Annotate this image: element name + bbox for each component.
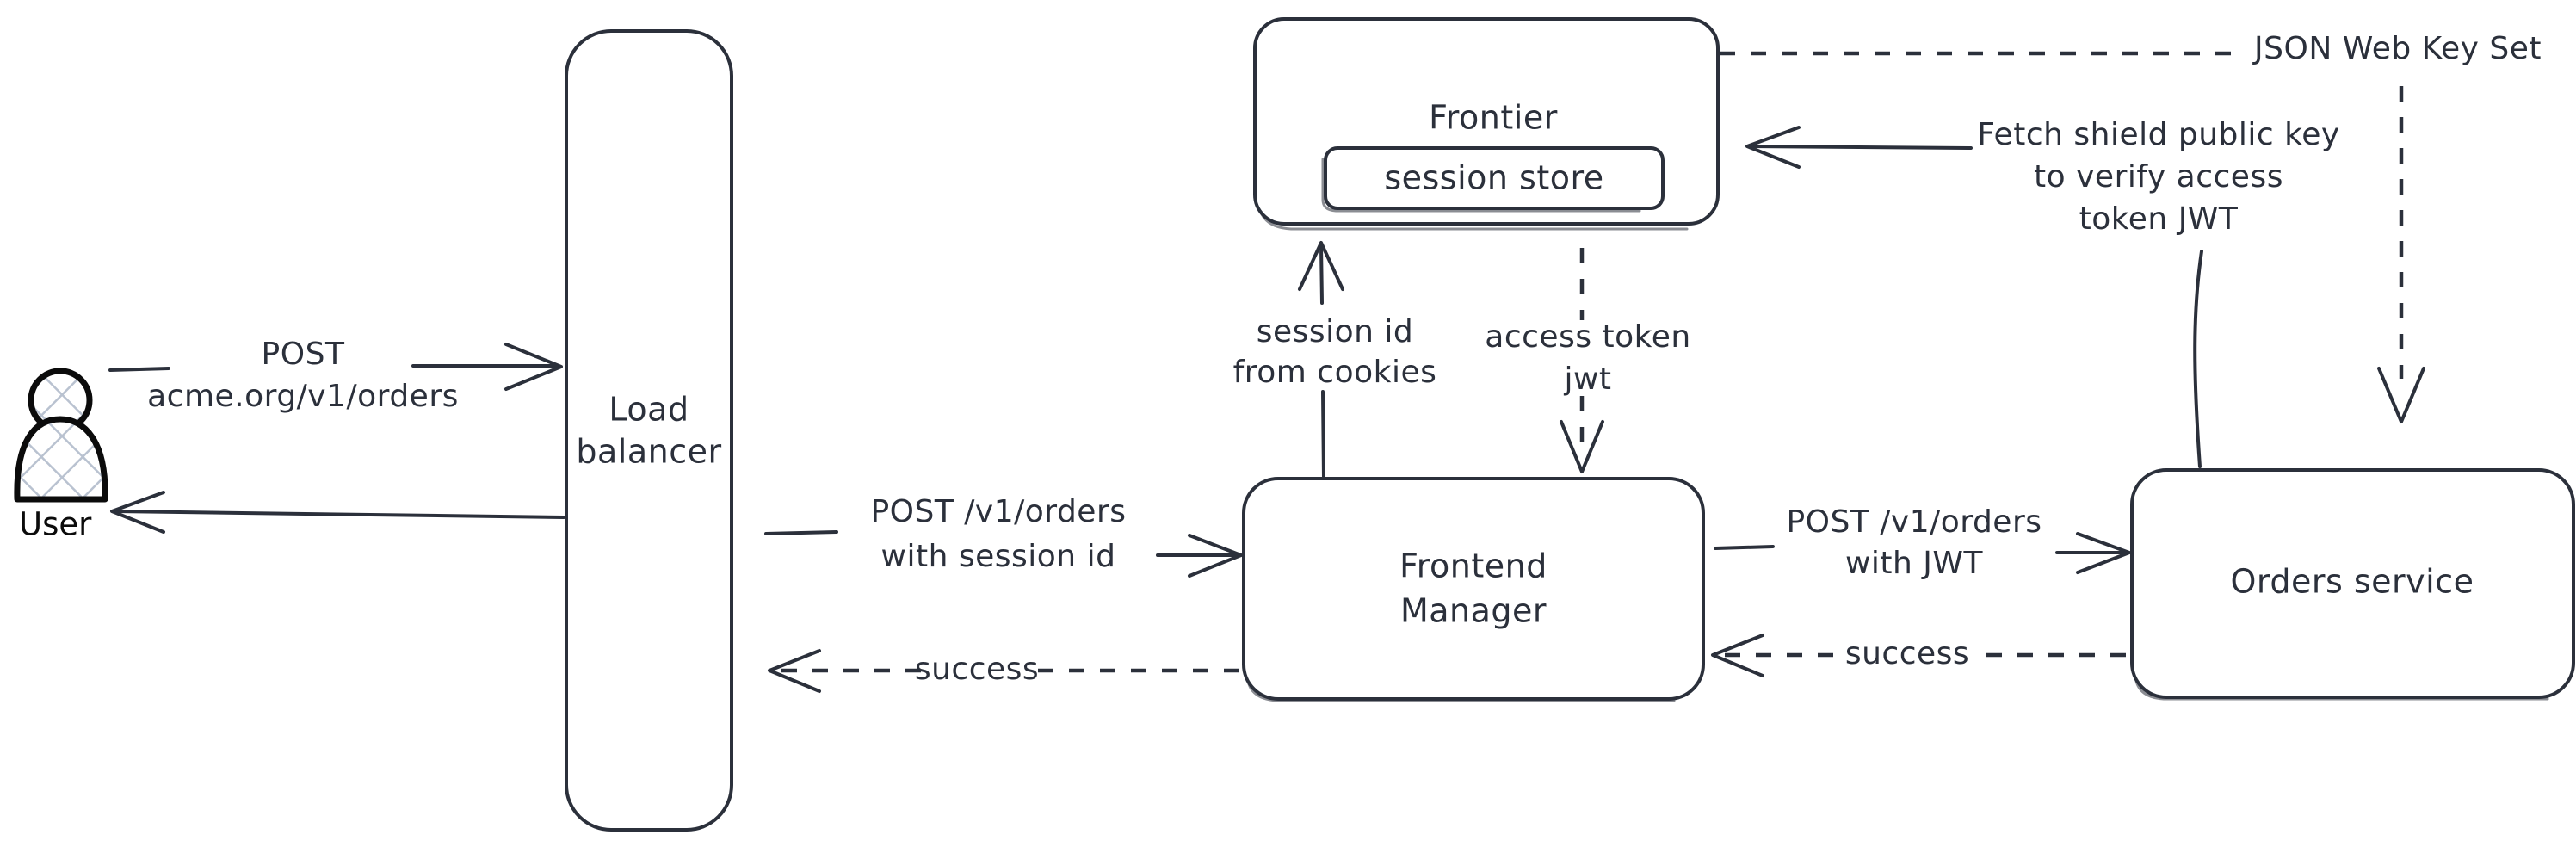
frontend-manager-label-line2: Manager [1400,592,1547,630]
edge-jwks-label: JSON Web Key Set [2252,31,2542,66]
arrow-head-right [2076,532,2131,574]
edge-orders-service-to-frontier: Fetch shield public key to verify access… [1745,117,2339,468]
edge-orders-frontier-label-line2: to verify access [2034,159,2283,195]
arrow-head-right [504,343,563,391]
load-balancer-box [565,29,733,832]
edge-orders-service-to-frontend-manager: success [1711,634,2126,677]
arrow-head-down [1560,420,1604,473]
arrow-head-left [1711,634,1764,677]
node-frontier[interactable]: Frontier session store [1253,17,1720,231]
load-balancer-label-line1: Load [608,391,689,429]
session-store-box [1324,146,1665,210]
edge-lb-fm-stub [764,530,838,535]
edge-frontier-fm-label-line1: access token [1485,319,1690,355]
orders-service-label: Orders service [2231,563,2474,601]
frontier-label: Frontier [1429,99,1558,137]
frontend-manager-box [1242,477,1705,701]
edge-fm-orders-label-line1: POST /v1/orders [1786,504,2042,540]
edge-lb-fm-label-line2: with session id [881,539,1116,574]
edge-frontend-manager-to-orders-service: POST /v1/orders with JWT [1714,504,2131,581]
node-load-balancer[interactable]: Load balancer [565,29,733,832]
arrow-head-left [768,649,821,693]
edge-user-lb-label-line1: POST [262,337,345,372]
node-orders-service[interactable]: Orders service [2130,468,2575,701]
edge-lb-fm-label-line1: POST /v1/orders [870,494,1126,529]
arrow-head-up [1298,241,1344,291]
arrow-head-down [2377,367,2425,424]
person-icon-body [14,416,108,503]
edge-frontier-to-frontend-manager: access token jwt [1485,248,1690,473]
edge-fm-lb-label: success [915,652,1039,687]
edge-frontend-manager-to-frontier: session id from cookies [1233,241,1437,479]
edge-load-balancer-to-frontend-manager: POST /v1/orders with session id [764,494,1243,578]
session-store-shadow [1321,158,1641,213]
edge-orders-frontier-line [1747,145,1973,150]
arrow-head-left [1745,126,1801,169]
edge-fm-orders-stub [1714,545,1775,550]
edge-user-lb-stub [108,367,170,372]
edge-user-to-load-balancer: POST acme.org/v1/orders [108,337,563,414]
actor-user-label: User [19,506,92,543]
load-balancer-label-line2: balancer [576,433,721,471]
arrow-head-left [110,491,165,534]
edge-orders-frontier-label-line3: token JWT [2079,201,2239,237]
edge-user-lb-label-line2: acme.org/v1/orders [147,379,459,414]
edge-fm-frontier-label-line2: from cookies [1233,355,1437,390]
edge-fm-frontier-label-line1: session id [1257,314,1414,349]
node-session-store[interactable]: session store [1321,146,1665,213]
edge-fm-frontier-line-bottom [1321,390,1325,479]
edge-orders-fm-label: success [1845,636,1969,671]
edge-lb-user-line [114,510,565,519]
node-frontend-manager[interactable]: Frontend Manager [1242,477,1705,702]
actor-user[interactable]: User [14,368,108,543]
session-store-label: session store [1384,159,1603,197]
edge-frontend-manager-to-load-balancer: success [768,649,1239,693]
edge-orders-frontier-curve [2193,250,2203,468]
edge-fm-frontier-line-top [1319,244,1324,305]
edge-orders-frontier-label-line1: Fetch shield public key [1977,117,2339,152]
edge-frontier-to-orders-service-jwks: JSON Web Key Set [1720,31,2542,424]
orders-service-box [2130,468,2575,699]
edge-frontier-fm-label-line2: jwt [1563,362,1611,397]
edge-load-balancer-to-user [110,491,565,534]
arrow-head-right [1188,534,1243,578]
frontend-manager-label-line1: Frontend [1399,547,1547,585]
edge-fm-orders-label-line2: with JWT [1845,546,1984,581]
